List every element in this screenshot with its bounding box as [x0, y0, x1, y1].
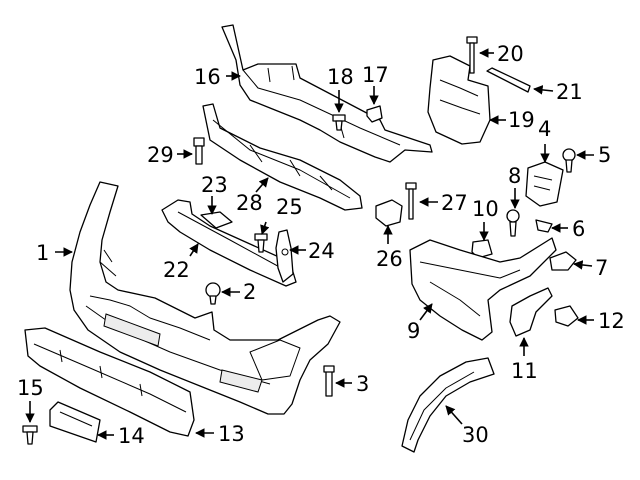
callout-29: 29: [147, 143, 174, 167]
callout-6: 6: [572, 217, 585, 241]
part-19-air-duct: [427, 55, 491, 145]
callout-17: 17: [362, 63, 389, 87]
callout-16: 16: [194, 65, 221, 89]
callout-2: 2: [243, 280, 256, 304]
callout-20: 20: [497, 42, 524, 66]
part-7-nut-clip: [549, 251, 577, 271]
callout-26: 26: [376, 247, 403, 271]
callout-4: 4: [538, 117, 551, 141]
callout-23: 23: [201, 173, 228, 197]
part-14-plate-bracket: [49, 401, 101, 443]
part-17-clip: [366, 105, 383, 123]
part-28-carrier-bar: [202, 103, 363, 211]
part-1-bumper-cover: [69, 181, 341, 415]
part-13-lower-strip: [24, 327, 195, 437]
part-8-screw: [506, 209, 520, 237]
part-15-screw: [22, 425, 38, 445]
part-12-clip: [554, 305, 579, 327]
leader-lines: [25, 48, 594, 440]
callout-21: 21: [556, 80, 583, 104]
part-27-bolt: [405, 182, 417, 220]
callout-12: 12: [598, 309, 625, 333]
part-20-bolt: [466, 36, 478, 74]
part-29-bolt: [193, 137, 205, 165]
part-26-bracket: [375, 199, 403, 227]
callout-7: 7: [595, 256, 608, 280]
callout-13: 13: [218, 422, 245, 446]
callout-9: 9: [407, 319, 420, 343]
callout-24: 24: [308, 239, 335, 263]
callout-14: 14: [118, 424, 145, 448]
callout-18: 18: [327, 65, 354, 89]
part-6-clip: [535, 219, 553, 233]
callout-10: 10: [472, 197, 499, 221]
part-4-sensor-bracket: [525, 161, 564, 207]
part-18-screw: [332, 114, 346, 131]
callout-11: 11: [511, 359, 538, 383]
callout-28: 28: [236, 191, 263, 215]
callout-19: 19: [508, 108, 535, 132]
callout-22: 22: [163, 258, 190, 282]
callout-1: 1: [36, 241, 49, 265]
part-3-bolt: [323, 365, 335, 397]
part-5-screw: [562, 148, 576, 173]
part-16-reinforcement-bar: [221, 24, 433, 163]
callout-8: 8: [508, 164, 521, 188]
callout-25: 25: [276, 195, 303, 219]
part-30-wheel-arch-trim: [401, 357, 495, 453]
callout-30: 30: [462, 423, 489, 447]
part-24-bracket: [275, 229, 294, 283]
callout-5: 5: [598, 143, 611, 167]
callout-labels: 1 2 3 4 5 6 7 8 9 10 11 12 13 14 15 16 1…: [17, 42, 625, 448]
part-2-screw: [205, 282, 221, 305]
part-9-side-bracket: [409, 237, 557, 341]
part-11-reinforcement: [509, 287, 553, 337]
callout-15: 15: [17, 376, 44, 400]
part-21-trim-strip: [486, 67, 531, 93]
callout-27: 27: [441, 191, 468, 215]
callout-3: 3: [356, 372, 369, 396]
